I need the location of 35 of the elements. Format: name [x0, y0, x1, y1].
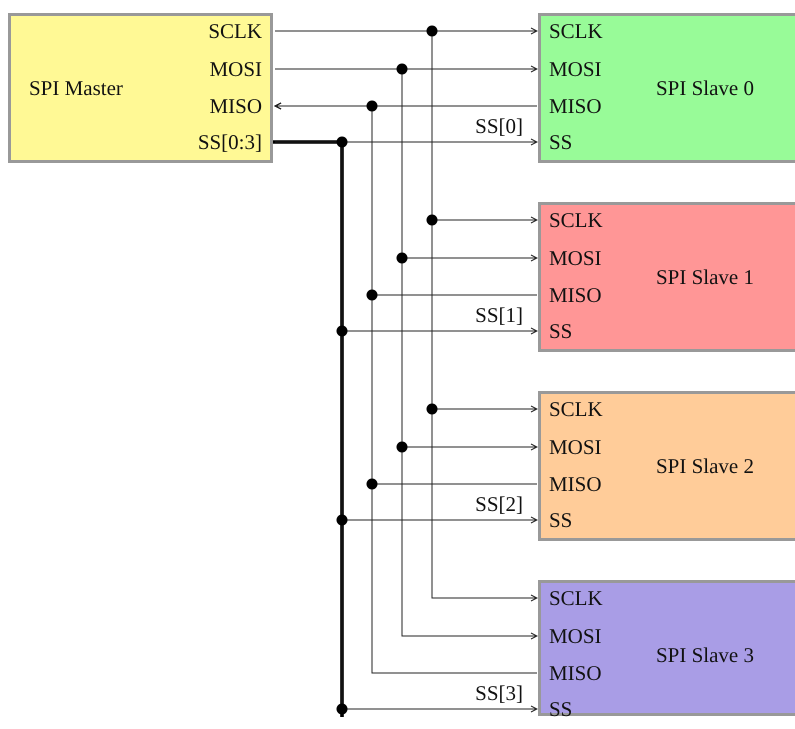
- pin-label: SCLK: [541, 207, 641, 233]
- edge-label: SS[1]: [475, 303, 523, 327]
- edge-label: SS[2]: [475, 492, 523, 516]
- pin-label: MISO: [141, 93, 270, 119]
- device-box: [538, 13, 795, 163]
- pin-label: SS: [541, 318, 641, 344]
- device-name: SPI Slave 2: [656, 453, 754, 479]
- device-box: [8, 13, 273, 163]
- pin-label: SS[0:3]: [141, 129, 270, 155]
- pin-label: SCLK: [541, 18, 641, 44]
- bus-line: [273, 140, 344, 717]
- device-box: [538, 391, 795, 541]
- pin-label: MOSI: [541, 245, 641, 271]
- pin-label: SCLK: [141, 18, 270, 44]
- edge-label: SS[0]: [475, 114, 523, 138]
- device-name: SPI Slave 0: [656, 75, 754, 101]
- edge-label: SS[3]: [475, 681, 523, 705]
- pin-label: MISO: [541, 471, 641, 497]
- pin-label: MOSI: [141, 56, 270, 82]
- pin-label: MOSI: [541, 434, 641, 460]
- pin-label: MOSI: [541, 623, 641, 649]
- device-name: SPI Master: [29, 75, 123, 101]
- pin-label: MISO: [541, 93, 641, 119]
- pin-label: MISO: [541, 282, 641, 308]
- pin-label: MOSI: [541, 56, 641, 82]
- pin-label: SCLK: [541, 396, 641, 422]
- device-name: SPI Slave 1: [656, 264, 754, 290]
- pin-label: SS: [541, 129, 641, 155]
- pin-label: SS: [541, 507, 641, 533]
- pin-label: MISO: [541, 660, 641, 686]
- pin-label: SS: [541, 696, 641, 722]
- pin-label: SCLK: [541, 585, 641, 611]
- device-box: [538, 580, 795, 716]
- device-name: SPI Slave 3: [656, 642, 754, 668]
- device-box: [538, 202, 795, 352]
